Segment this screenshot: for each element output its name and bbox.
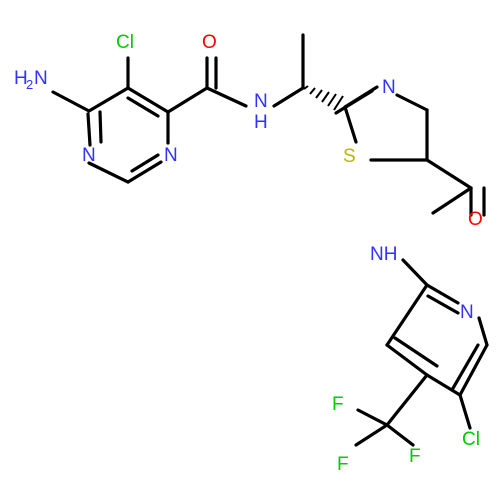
amide-1-h-label: H — [254, 112, 268, 133]
amino-n-label: N — [34, 68, 48, 89]
bond — [354, 423, 389, 447]
bond — [87, 86, 130, 113]
oxygen-label-amide-1: O — [202, 32, 217, 53]
bond — [87, 161, 130, 184]
hash-line — [327, 93, 337, 107]
bond — [385, 423, 415, 447]
bond — [431, 186, 473, 215]
bond — [166, 86, 209, 114]
bond — [385, 283, 429, 347]
bond — [98, 110, 103, 144]
bond — [477, 316, 489, 347]
bond — [126, 160, 163, 184]
amide-2-nh-label: NH — [370, 244, 397, 265]
amide-1-n-label: N — [254, 91, 268, 112]
hash-line — [303, 85, 309, 90]
hash-line — [315, 89, 323, 99]
amino-subscript: 2 — [26, 77, 33, 92]
bond — [126, 96, 160, 118]
bond — [458, 393, 472, 430]
bond — [343, 105, 358, 144]
pyrimidine-n3-label: N — [164, 145, 178, 166]
bond — [51, 90, 91, 113]
bond — [395, 93, 429, 112]
chlorine-label-pyridine: Cl — [462, 429, 480, 450]
bond — [426, 294, 460, 315]
pyridine-n-label: N — [460, 302, 474, 323]
bond — [425, 283, 460, 305]
bond — [126, 86, 170, 114]
bond — [334, 89, 374, 115]
bond — [205, 86, 248, 108]
bonds — [51, 33, 489, 447]
bond — [385, 373, 429, 427]
fluorine-label-right: F — [409, 446, 421, 467]
bond — [272, 86, 305, 108]
fluorine-label-left: F — [337, 454, 349, 475]
pyrimidine-n1-label: N — [82, 145, 96, 166]
thiazole-s-label: S — [343, 146, 356, 167]
hash-line — [333, 95, 344, 111]
bond — [130, 153, 160, 173]
bond — [356, 408, 389, 427]
bond — [385, 343, 429, 377]
thiazole-n-label: N — [382, 77, 396, 98]
bond — [425, 373, 462, 397]
atom-labels: H 2 N Cl O N H N N N S O NH N Cl F F F — [14, 32, 483, 475]
hash-line — [309, 87, 316, 95]
fluorine-label-top: F — [332, 394, 344, 415]
chlorine-label-pyrimidine: Cl — [116, 32, 134, 53]
bond — [450, 343, 480, 392]
bond — [425, 158, 473, 190]
hash-line — [321, 91, 330, 103]
stereo-hashed-wedge — [303, 85, 344, 111]
bond — [401, 258, 429, 287]
bond — [458, 343, 489, 397]
bond — [393, 336, 439, 368]
oxygen-label-amide-2: O — [468, 209, 483, 230]
bond — [86, 112, 92, 147]
amino-h-label: H — [14, 68, 28, 89]
